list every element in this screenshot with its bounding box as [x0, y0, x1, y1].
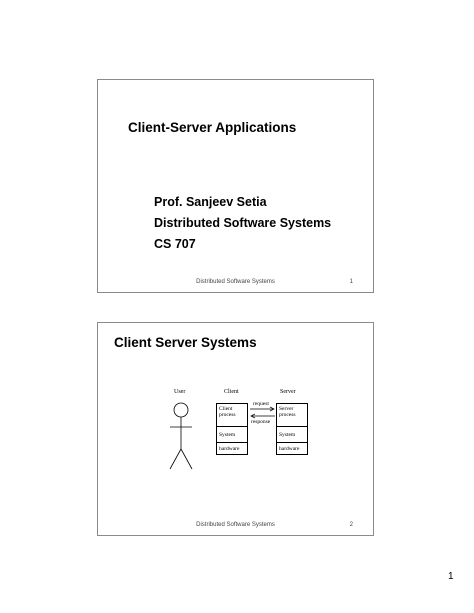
client-process-box: Client process [216, 403, 248, 427]
request-response-arrows-icon [250, 406, 275, 419]
slide-2: Client Server Systems User Client Server… [97, 322, 374, 536]
footer-text: Distributed Software Systems [196, 522, 275, 528]
client-server-diagram: User Client Server Client process System… [158, 389, 318, 479]
author-line: Prof. Sanjeev Setia [154, 195, 267, 209]
page-number: 1 [448, 571, 454, 582]
response-label: response [251, 419, 271, 425]
user-stick-figure-icon [169, 402, 193, 470]
course-code-line: CS 707 [154, 237, 196, 251]
slide-2-title: Client Server Systems [114, 335, 257, 350]
client-hardware-box: hardware [216, 442, 248, 455]
slide-1-title: Client-Server Applications [128, 120, 297, 135]
server-system-label: System [279, 432, 296, 438]
course-name-line: Distributed Software Systems [154, 216, 332, 230]
client-process-line2: process [219, 412, 236, 418]
server-hardware-box: hardware [276, 442, 308, 455]
slide-1-body: Prof. Sanjeev Setia Distributed Software… [154, 192, 331, 255]
server-label: Server [280, 389, 296, 395]
server-process-box: Server process [276, 403, 308, 427]
server-hardware-label: hardware [279, 446, 300, 452]
client-hardware-label: hardware [219, 446, 240, 452]
user-label: User [174, 389, 186, 395]
client-process-line1: Client [219, 406, 233, 412]
slide-number: 2 [349, 522, 353, 528]
client-system-label: System [219, 432, 236, 438]
server-process-line1: Server [279, 406, 294, 412]
client-label: Client [224, 389, 239, 395]
request-label: request [253, 401, 269, 407]
slide-1: Client-Server Applications Prof. Sanjeev… [97, 79, 374, 293]
client-system-box: System [216, 426, 248, 443]
footer-text: Distributed Software Systems [196, 279, 275, 285]
slide-number: 1 [349, 279, 353, 285]
server-process-line2: process [279, 412, 296, 418]
server-system-box: System [276, 426, 308, 443]
